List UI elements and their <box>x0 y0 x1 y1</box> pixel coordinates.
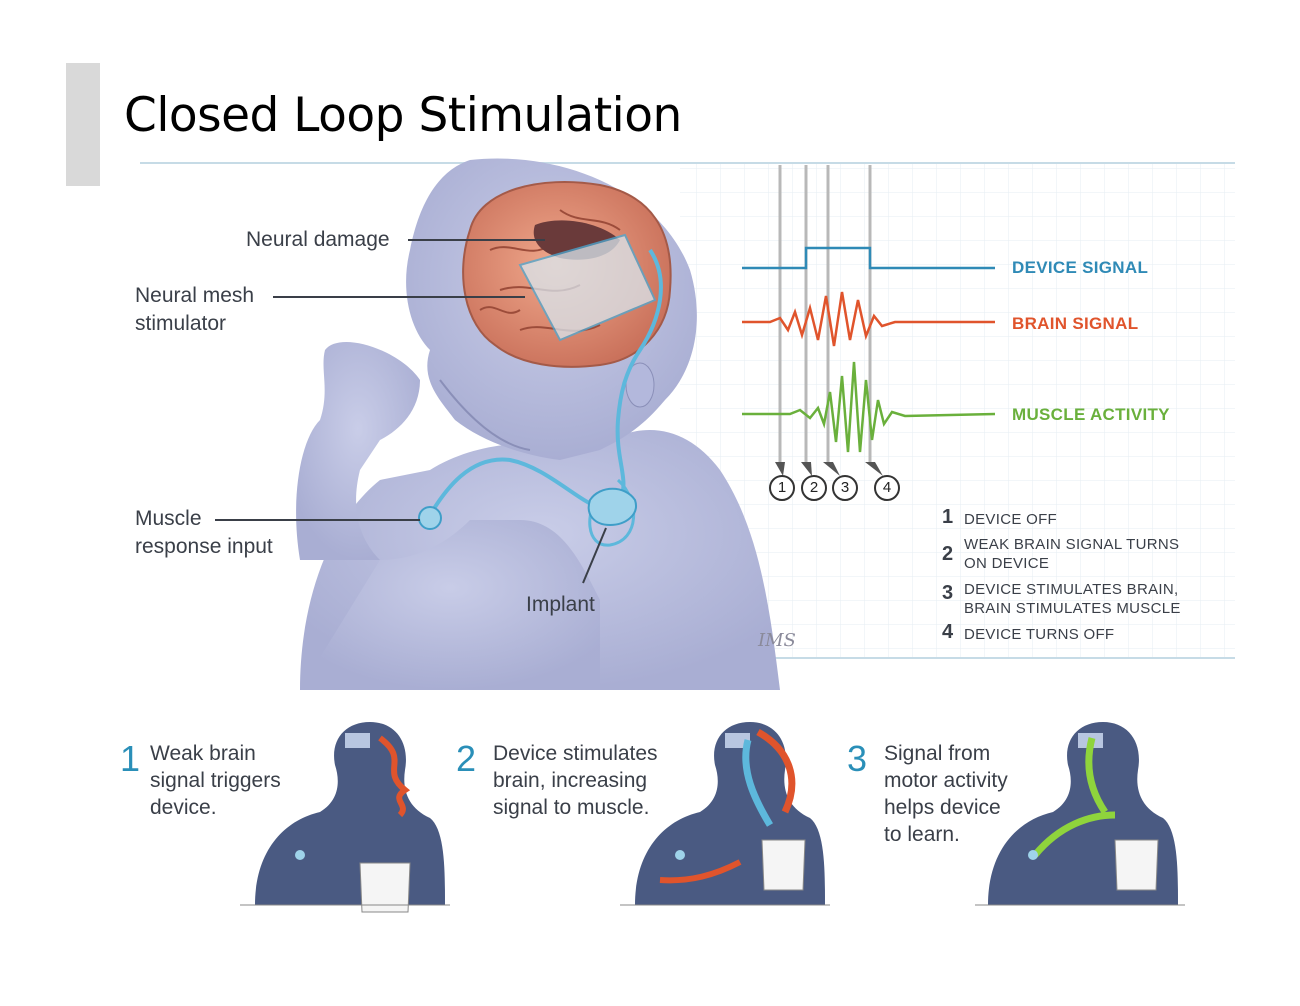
artist-signature: IMS <box>758 630 796 651</box>
neural-mesh <box>518 233 657 342</box>
step-3-number: 3 <box>847 738 868 779</box>
legend-text-3: DEVICE STIMULATES BRAIN, BRAIN STIMULATE… <box>964 581 1181 617</box>
label-implant: Implant <box>526 593 595 616</box>
title-accent-bar <box>66 63 100 186</box>
step-2-number: 2 <box>456 738 477 779</box>
legend-num-3: 3 <box>942 582 954 604</box>
label-muscle-input: Muscle response input <box>135 507 273 558</box>
step2-figure <box>620 722 830 906</box>
step-2-text: Device stimulates brain, increasing sign… <box>493 742 658 819</box>
device-signal-label: DEVICE SIGNAL <box>1012 258 1149 277</box>
device-signal-trace <box>742 246 995 270</box>
marker-2: 2 <box>801 475 827 501</box>
legend-num-4: 4 <box>942 621 954 643</box>
legend-text-2: WEAK BRAIN SIGNAL TURNS ON DEVICE <box>964 536 1180 572</box>
marker-3: 3 <box>832 475 858 501</box>
marker-1: 1 <box>769 475 795 501</box>
brain-signal-label: BRAIN SIGNAL <box>1012 314 1139 333</box>
legend-num-2: 2 <box>942 543 954 565</box>
step3-figure <box>975 722 1185 906</box>
implant-wire <box>428 248 663 517</box>
legend-text-1: DEVICE OFF <box>964 511 1058 528</box>
muscle-sensor <box>418 506 442 530</box>
step-3-text: Signal from motor activity helps device … <box>884 742 1008 846</box>
label-neural-mesh: Neural mesh stimulator <box>135 284 255 335</box>
brain-signal-trace <box>742 291 995 347</box>
step1-figure <box>240 722 450 913</box>
chart-grid <box>680 163 1235 658</box>
implant-device <box>587 487 637 527</box>
slide-title: Closed Loop Stimulation <box>124 88 682 143</box>
legend-num-1: 1 <box>942 506 954 528</box>
legend-text-4: DEVICE TURNS OFF <box>964 626 1115 643</box>
label-neural-damage: Neural damage <box>246 228 390 251</box>
muscle-activity-label: MUSCLE ACTIVITY <box>1012 405 1170 424</box>
brain <box>462 181 672 368</box>
step-1-number: 1 <box>120 738 141 779</box>
step-1-text: Weak brain signal triggers device. <box>150 742 281 819</box>
muscle-activity-trace <box>742 361 996 453</box>
marker-4: 4 <box>874 475 900 501</box>
